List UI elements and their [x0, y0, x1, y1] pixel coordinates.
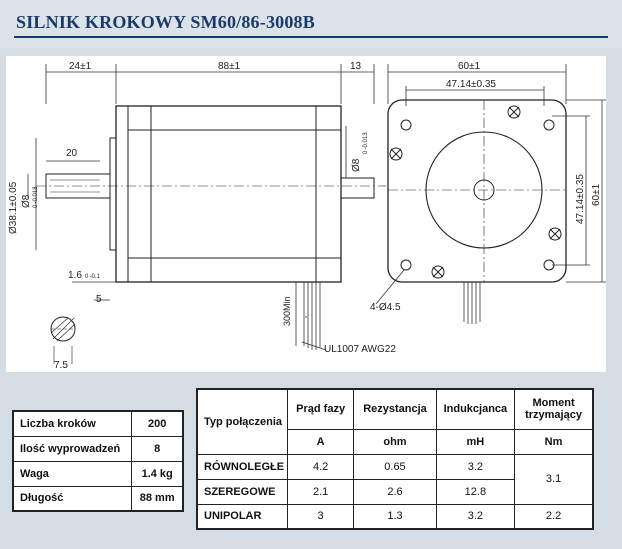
dim-300: 300Min [282, 296, 292, 326]
dim-20: 20 [66, 148, 78, 159]
dim-8-shaft: Ø8 [21, 194, 32, 208]
cell-torque: 2.2 [514, 503, 594, 530]
cell-inductance: 3.2 [435, 453, 516, 480]
unit-torque: Nm [514, 428, 594, 455]
dim-38: Ø38.1±0.05 [8, 181, 19, 234]
motor-drawing-svg: 24±1 88±1 13 [8, 61, 606, 371]
motor-body-side [36, 105, 386, 283]
cell-current: 3 [286, 503, 355, 530]
spec-label: Waga [12, 460, 133, 487]
title-bar: SILNIK KROKOWY SM60/86-3008B [0, 0, 622, 48]
table-row: Ilość wyprowadzeń 8 [12, 435, 184, 462]
dim-7-5: 7.5 [54, 360, 68, 371]
header-inductance: Indukcjanca [435, 388, 516, 430]
dim-8-right-tol: 0 -0.013 [363, 132, 369, 154]
cell-torque-merged: 3.1 [514, 453, 594, 505]
table-row: Waga 1.4 kg [12, 460, 184, 487]
top-dimension-front [387, 64, 567, 106]
spec-label: Ilość wyprowadzeń [12, 435, 133, 462]
electrical-table: Typ połączenia Prąd fazy Rezystancja Ind… [196, 388, 594, 530]
spec-label: Liczba kroków [12, 410, 133, 437]
table-row: RÓWNOLEGŁE 4.2 0.65 3.2 3.1 [196, 453, 594, 505]
dim-47: 47.14±0.35 [446, 79, 496, 90]
header-torque: Moment trzymający [514, 388, 594, 430]
cell-inductance: 3.2 [435, 503, 516, 530]
dim-8-shaft-tol: 0 -0.018 [33, 186, 39, 208]
spec-value: 8 [131, 435, 184, 462]
table-row: Liczba kroków 200 [12, 410, 184, 437]
cell-resistance: 1.3 [353, 503, 437, 530]
dim-1-6: 1.6 [68, 270, 82, 281]
row-type: UNIPOLAR [196, 503, 288, 530]
header-current: Prąd fazy [286, 388, 355, 430]
left-dimension-lines [27, 138, 116, 301]
cable-leads [295, 282, 327, 351]
dim-1-6-tol: 0 -0.1 [85, 274, 101, 280]
table-row: Długość 88 mm [12, 485, 184, 512]
dim-47-vertical: 47.14±0.35 [575, 174, 586, 224]
title-underline [14, 36, 608, 38]
cable-label: UL1007 AWG22 [324, 344, 396, 355]
table-row: SZEREGOWE 2.1 2.6 12.8 [196, 478, 593, 505]
dim-60: 60±1 [458, 61, 481, 72]
header-type: Typ połączenia [196, 388, 288, 455]
technical-drawing: 24±1 88±1 13 [6, 56, 606, 372]
spec-table: Liczba kroków 200 Ilość wyprowadzeń 8 Wa… [12, 410, 184, 512]
page-title: SILNIK KROKOWY SM60/86-3008B [16, 12, 315, 32]
front-cable [375, 269, 481, 324]
shaft-section [50, 316, 76, 364]
cell-resistance: 0.65 [353, 453, 437, 480]
unit-current: A [286, 428, 355, 455]
unit-resistance: ohm [353, 428, 437, 455]
cell-resistance: 2.6 [353, 478, 437, 505]
dim-88: 88±1 [218, 61, 241, 72]
holes-label: 4-Ø4.5 [370, 302, 401, 313]
dim-13: 13 [350, 61, 362, 72]
table-row: UNIPOLAR 3 1.3 3.2 2.2 [196, 503, 594, 530]
cell-current: 4.2 [286, 453, 355, 480]
spec-value: 1.4 kg [131, 460, 184, 487]
cell-current: 2.1 [286, 478, 355, 505]
top-dimension-lines [45, 64, 375, 104]
table-header-row: Typ połączenia Prąd fazy Rezystancja Ind… [196, 388, 594, 455]
spec-label: Długość [12, 485, 133, 512]
unit-inductance: mH [435, 428, 516, 455]
spec-value: 88 mm [131, 485, 184, 512]
dim-24: 24±1 [69, 61, 92, 72]
row-type: RÓWNOLEGŁE [196, 453, 288, 480]
spec-value: 200 [131, 410, 184, 437]
motor-front-view [387, 99, 567, 283]
dim-8-right: Ø8 [351, 158, 362, 172]
dim-5: 5 [96, 294, 102, 305]
dim-60-vertical: 60±1 [591, 183, 602, 206]
header-resistance: Rezystancja [353, 388, 437, 430]
table-units-row: A ohm mH Nm [197, 428, 594, 455]
row-type: SZEREGOWE [196, 478, 288, 505]
cell-inductance: 12.8 [435, 478, 516, 505]
right-dimension-lines [552, 99, 606, 283]
